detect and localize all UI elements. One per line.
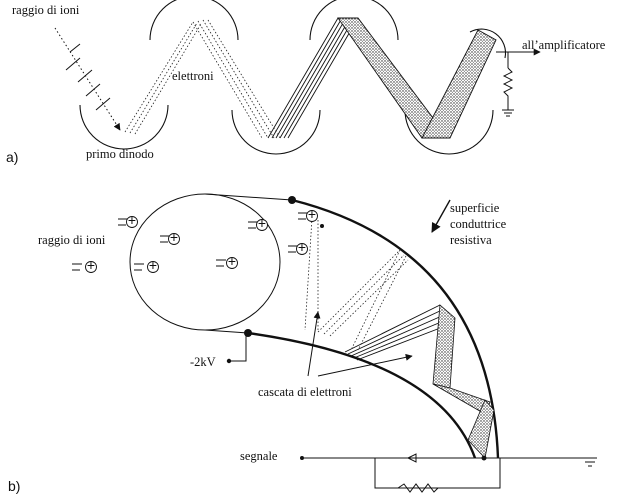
electron-cascade xyxy=(304,217,495,459)
svg-text:+: + xyxy=(258,215,266,231)
svg-text:+: + xyxy=(298,239,306,255)
ion-beam-path xyxy=(54,27,121,131)
feedback-loop xyxy=(374,457,501,489)
tangent-bottom xyxy=(204,329,249,334)
svg-text:+: + xyxy=(87,257,95,273)
svg-text:+: + xyxy=(228,253,236,269)
dynode-top-2 xyxy=(309,0,399,41)
ion-particle: + xyxy=(72,257,97,273)
surface-pointer xyxy=(431,199,451,233)
feedback-resistor xyxy=(397,483,439,493)
panel-a-tag: a) xyxy=(6,149,18,165)
ion-beam-ticks xyxy=(65,43,111,111)
cascade-pointer-2 xyxy=(317,353,413,377)
svg-text:+: + xyxy=(308,206,316,222)
channel-inner-wall xyxy=(247,331,477,459)
ion-dot xyxy=(320,224,324,228)
ion-particle: + xyxy=(298,206,318,222)
amplifier-label: all’amplificatore xyxy=(522,38,606,52)
surface-label-line2: conduttrice xyxy=(450,217,507,231)
surface-label-line3: resistiva xyxy=(450,233,492,247)
first-dynode-label: primo dinodo xyxy=(86,147,154,161)
panel-a-ion-beam-label: raggio di ioni xyxy=(12,3,80,17)
collector-contact xyxy=(481,455,487,461)
ion-particles: + + + + xyxy=(72,206,318,273)
amplifier-circuit xyxy=(496,48,541,117)
load-resistor xyxy=(502,67,514,110)
ion-particle: + xyxy=(134,257,159,273)
electron-stream-1 xyxy=(124,21,202,135)
dynode-bottom-1 xyxy=(79,104,169,150)
panel-b-tag: b) xyxy=(8,478,20,494)
svg-text:+: + xyxy=(128,212,136,228)
ion-particle: + xyxy=(118,212,138,228)
surface-label-line1: superficie xyxy=(450,201,500,215)
voltage-label: -2kV xyxy=(190,355,216,369)
cascade-pointer-1 xyxy=(307,311,321,377)
dynode-bottom-2 xyxy=(231,109,321,155)
cascade-label: cascata di elettroni xyxy=(258,385,352,399)
inner-wall-contact xyxy=(244,329,252,337)
svg-text:+: + xyxy=(149,257,157,273)
signal-terminal xyxy=(300,456,304,460)
svg-text:+: + xyxy=(170,229,178,245)
dynode-top-1 xyxy=(149,0,239,41)
ion-particle: + xyxy=(160,229,180,245)
signal-circuit xyxy=(304,453,597,493)
dynode-bottom-3 xyxy=(404,109,494,155)
electron-stream-3 xyxy=(267,17,359,139)
electron-stream-2 xyxy=(192,19,281,139)
signal-label: segnale xyxy=(240,449,278,463)
electrons-label: elettroni xyxy=(172,69,214,83)
panel-b: + + + + xyxy=(8,193,597,494)
voltage-lead xyxy=(231,334,247,362)
ion-particle: + xyxy=(288,239,308,255)
ion-particle: + xyxy=(216,253,238,269)
voltage-terminal xyxy=(226,358,232,364)
ion-particle: + xyxy=(248,215,268,231)
panel-a: raggio di ioni elettroni primo dinodo al… xyxy=(6,0,606,165)
panel-b-ion-beam-label: raggio di ioni xyxy=(38,233,106,247)
tangent-top xyxy=(204,193,293,201)
channel-outer-wall xyxy=(291,198,500,459)
outer-wall-contact xyxy=(288,196,296,204)
electron-stream-5 xyxy=(421,29,497,139)
